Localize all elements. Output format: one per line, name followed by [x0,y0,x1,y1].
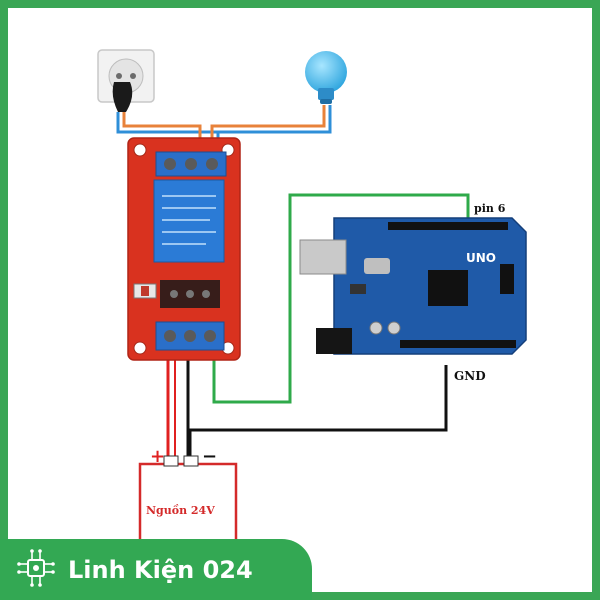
brand-name: Linh Kiện 024 [68,555,253,584]
usb-port [299,239,347,275]
socket-hole-left [116,73,122,79]
power-supply-label: Nguồn 24V [146,504,215,517]
brand-banner: Linh Kiện 024 [0,539,312,600]
wall-outlet [97,49,155,112]
terminal-positive [163,455,179,467]
arduino-board: UNO [299,217,527,355]
ground-wire [188,365,448,458]
signal-wire-pin6 [212,193,470,404]
header-top [388,222,508,230]
board-model-label: UNO [466,251,496,265]
terminal-negative [183,455,199,467]
plus-label: + [150,446,165,467]
minus-label: − [202,446,217,467]
dc-wiring [166,193,470,458]
power-supply [138,455,238,552]
dc-jack [316,328,352,354]
power-plug [112,82,133,112]
circuit-chip-icon [16,548,56,592]
socket-hole-right [130,73,136,79]
light-bulb-icon [305,51,347,104]
mcu-chip [428,270,468,306]
relay-module [127,137,241,361]
pin-6-label: pin 6 [474,202,506,215]
gnd-label: GND [454,369,486,383]
header-bottom [400,340,516,348]
